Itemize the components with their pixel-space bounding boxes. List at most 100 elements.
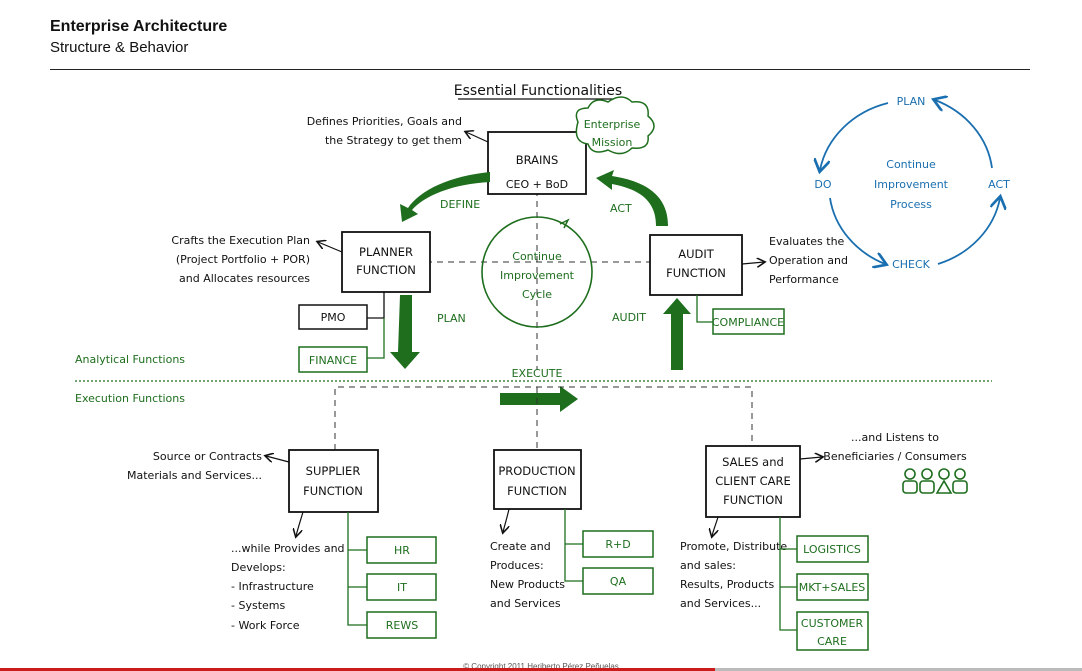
finance-connector [367, 318, 385, 359]
compliance-connector [696, 295, 713, 323]
finance-box [298, 346, 368, 373]
qa-label: QA [610, 575, 627, 588]
consumers-icon [902, 468, 968, 494]
sales-label-2: CLIENT CARE [715, 474, 791, 488]
it-label: IT [397, 581, 407, 594]
logistics-label: LOGISTICS [803, 543, 861, 556]
plan-arrow [390, 295, 420, 369]
production-connector [564, 509, 583, 582]
mission-label-2: Mission [592, 136, 633, 149]
production-box [493, 449, 582, 510]
audit-box [649, 234, 743, 296]
production-note-4: and Services [490, 597, 561, 610]
supplier-provides-arrow [296, 511, 304, 536]
cycle-circle [481, 216, 593, 328]
pdca-center-3: Process [890, 198, 932, 211]
planner-label-1: PLANNER [359, 245, 413, 259]
audit-box-label-1: AUDIT [678, 247, 715, 261]
copyright: © Copyright 2011 Heriberto Pérez Peñuela… [463, 662, 619, 671]
pmo-label: PMO [321, 311, 346, 324]
planner-note-3: and Allocates resources [179, 272, 310, 285]
mission-label-1: Enterprise [584, 118, 641, 131]
supplier-box [288, 449, 379, 513]
audit-note-1: Evaluates the [769, 235, 845, 248]
video-progress-remaining[interactable] [715, 668, 1082, 671]
supplier-provides-2: Develops: [231, 561, 286, 574]
rews-label: REWS [386, 619, 418, 632]
it-box [366, 573, 437, 601]
sales-promote-1: Promote, Distribute [680, 540, 787, 553]
customer-care-label-2: CARE [817, 635, 847, 648]
brains-note-1: Defines Priorities, Goals and [307, 115, 462, 128]
sales-note-arrow [799, 457, 822, 459]
audit-note-3: Performance [769, 273, 839, 286]
supplier-provides-5: - Work Force [231, 619, 300, 632]
brains-sublabel: CEO + BoD [506, 178, 568, 191]
pdca-check: CHECK [892, 258, 931, 271]
execute-arrow [500, 386, 578, 412]
planner-box [341, 231, 431, 293]
sales-promote-2: and sales: [680, 559, 736, 572]
rd-label: R+D [605, 538, 630, 551]
audit-note-arrow [741, 262, 764, 264]
planner-note-2: (Project Portfolio + POR) [176, 253, 310, 266]
hr-label: HR [394, 544, 410, 557]
sales-box [705, 445, 801, 518]
production-label-1: PRODUCTION [498, 464, 575, 478]
audit-note-2: Operation and [769, 254, 848, 267]
pdca-center-1: Continue [886, 158, 936, 171]
rews-box [366, 611, 437, 639]
page-title: Enterprise Architecture [50, 18, 228, 35]
cycle-label-2: Improvement [500, 269, 575, 282]
sales-connector [779, 517, 797, 631]
supplier-note-1: Source or Contracts [153, 450, 262, 463]
customer-care-label-1: CUSTOMER [801, 617, 864, 630]
header-divider [50, 69, 1030, 70]
cycle-arrowhead [559, 218, 570, 229]
finance-label: FINANCE [309, 354, 357, 367]
act-arrow [596, 170, 668, 226]
pmo-box [298, 304, 368, 330]
cycle-label-3: Cycle [522, 288, 552, 301]
compliance-label: COMPLIANCE [712, 316, 784, 329]
sales-promote-4: and Services... [680, 597, 761, 610]
production-note-3: New Products [490, 578, 565, 591]
brains-box [487, 131, 587, 195]
mktsales-label: MKT+SALES [799, 581, 866, 594]
execute-bracket [334, 386, 753, 450]
planner-note-arrow [318, 242, 343, 253]
supplier-provides-3: - Infrastructure [231, 580, 314, 593]
pdca-center-2: Improvement [874, 178, 949, 191]
act-label: ACT [610, 202, 632, 215]
pmo-connector [367, 292, 385, 319]
supplier-provides-4: - Systems [231, 599, 285, 612]
production-note-1: Create and [490, 540, 551, 553]
production-note-arrow [503, 508, 510, 532]
audit-box-label-2: FUNCTION [666, 266, 726, 280]
diagram-title: Essential Functionalities [454, 83, 622, 99]
sales-label-1: SALES and [722, 455, 784, 469]
audit-label: AUDIT [612, 311, 646, 324]
video-progress-played[interactable] [0, 668, 715, 671]
page-subtitle: Structure & Behavior [50, 39, 189, 56]
mission-cloud [575, 96, 655, 155]
sales-note-2: Beneficiaries / Consumers [823, 450, 967, 463]
plan-label: PLAN [437, 312, 466, 325]
rd-box [582, 530, 654, 558]
supplier-connector [347, 512, 367, 626]
sales-label-3: FUNCTION [723, 493, 783, 507]
supplier-note-2: Materials and Services... [127, 469, 262, 482]
audit-arrow [663, 298, 691, 370]
brains-note-2: the Strategy to get them [325, 134, 462, 147]
pdca-plan: PLAN [897, 95, 926, 108]
supplier-label-1: SUPPLIER [306, 464, 361, 478]
logistics-box [796, 535, 869, 563]
brains-label: BRAINS [516, 153, 559, 167]
analytical-functions-label: Analytical Functions [75, 353, 185, 366]
pdca-act: ACT [988, 178, 1010, 191]
define-label: DEFINE [440, 198, 480, 211]
sales-note-1: ...and Listens to [851, 431, 939, 444]
execution-functions-label: Execution Functions [75, 392, 185, 405]
planner-label-2: FUNCTION [356, 263, 416, 277]
